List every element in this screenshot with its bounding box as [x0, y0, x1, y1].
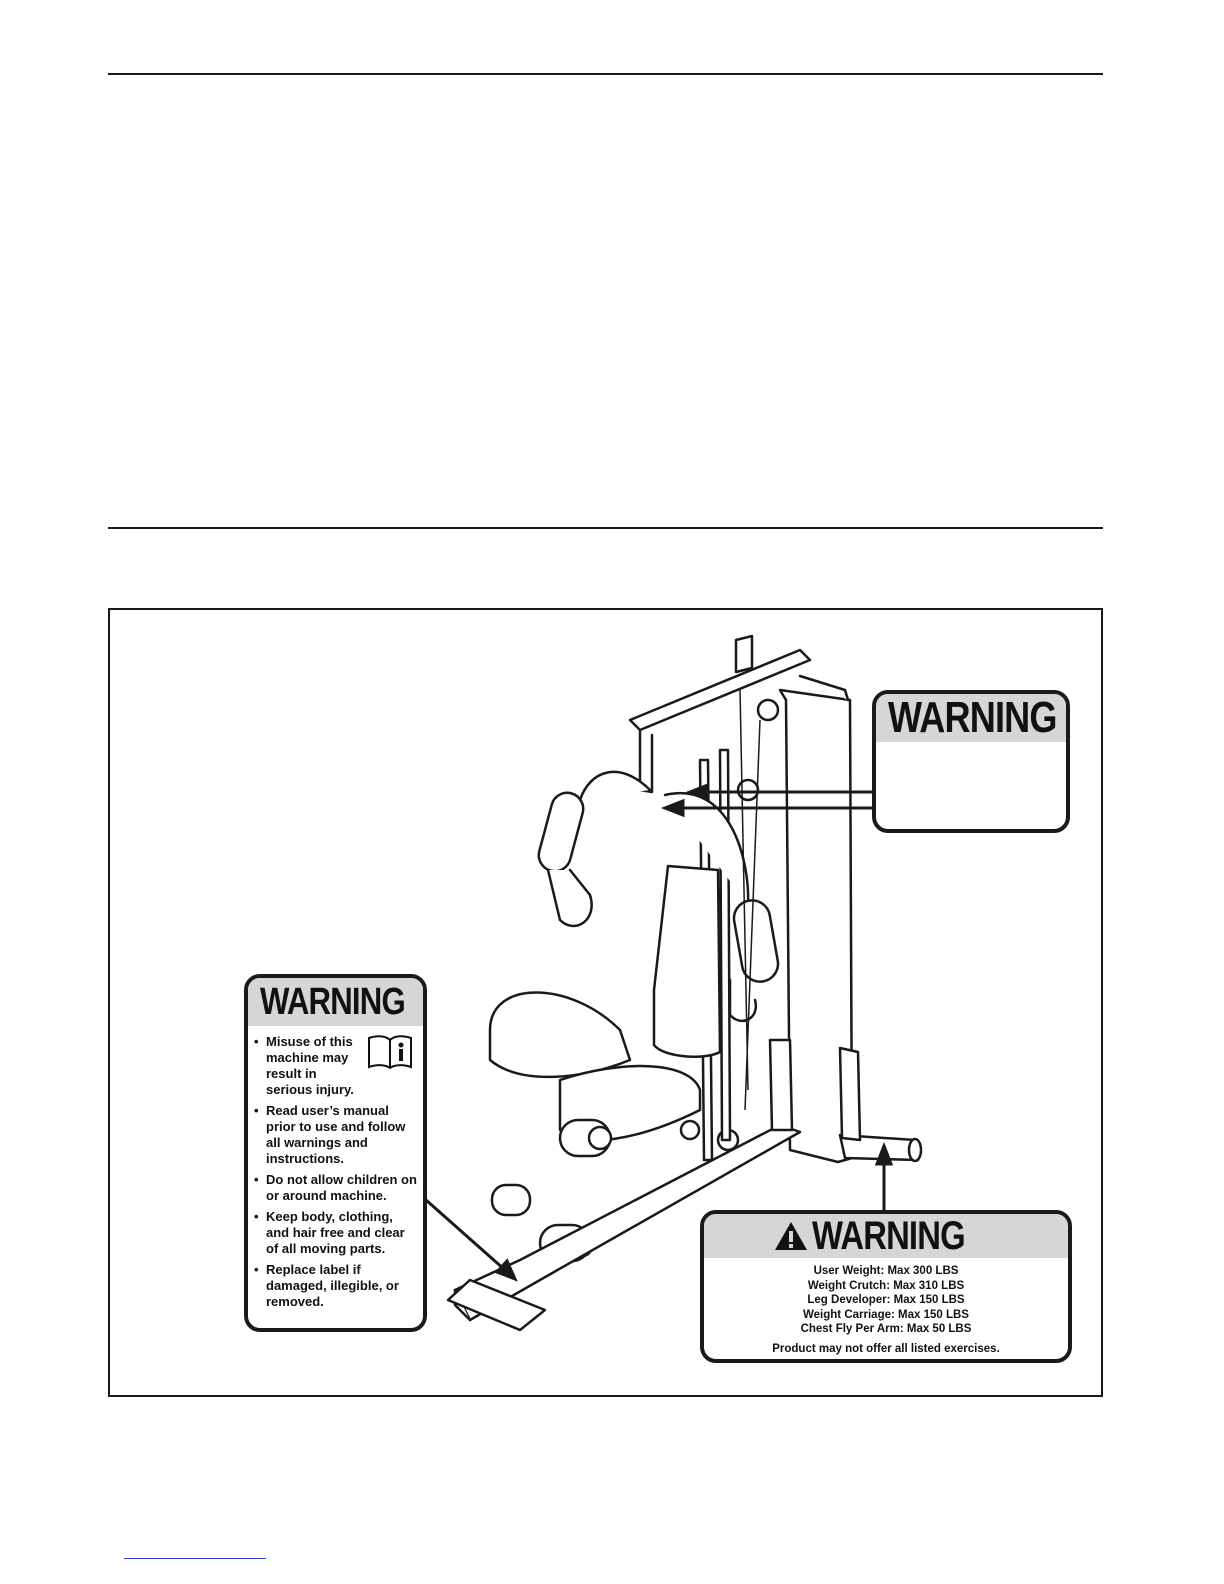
weight-limit-line: Weight Carriage: Max 150 LBS — [803, 1308, 969, 1321]
warning-title: WARNING — [888, 693, 1057, 742]
warning-label-header: WARNING — [876, 694, 1066, 742]
weight-limit-line: Leg Developer: Max 150 LBS — [807, 1294, 965, 1306]
weight-limit-line: Weight Crutch: Max 310 LBS — [807, 1279, 965, 1292]
warning-item: Replace label if damaged, illegible, or … — [254, 1262, 419, 1310]
warning-title: WARNING — [260, 980, 406, 1023]
warning-label-base: WARNING Misuse of this machine may resul… — [244, 974, 427, 1332]
section-rule — [108, 527, 1103, 529]
warning-label-header: WARNING — [248, 978, 423, 1026]
footer-link-underline[interactable] — [124, 1558, 266, 1559]
warning-title: WARNING — [811, 1213, 966, 1258]
warning-item: Read user’s manual prior to use and foll… — [254, 1103, 419, 1167]
weight-limit-line: Chest Fly Per Arm: Max 50 LBS — [800, 1323, 972, 1335]
limits-note: Product may not offer all listed exercis… — [772, 1342, 1000, 1355]
warning-label-tower: WARNING — [872, 690, 1070, 833]
warning-item: Misuse of this machine may result in ser… — [254, 1034, 419, 1098]
warning-item: Keep body, clothing, and hair free and c… — [254, 1209, 419, 1257]
warning-triangle-icon — [774, 1222, 807, 1250]
warning-item: Do not allow children on or around machi… — [254, 1172, 419, 1204]
weight-limits: User Weight: Max 300 LBS Weight Crutch: … — [704, 1264, 1068, 1337]
warning-label-header: WARNING — [704, 1214, 1068, 1258]
top-rule — [108, 73, 1103, 75]
weight-limit-line: User Weight: Max 300 LBS — [813, 1265, 959, 1277]
figure-frame — [108, 608, 1103, 1397]
warning-list: Misuse of this machine may result in ser… — [248, 1034, 423, 1310]
warning-label-limits: WARNING User Weight: Max 300 LBS Weight … — [700, 1210, 1072, 1363]
